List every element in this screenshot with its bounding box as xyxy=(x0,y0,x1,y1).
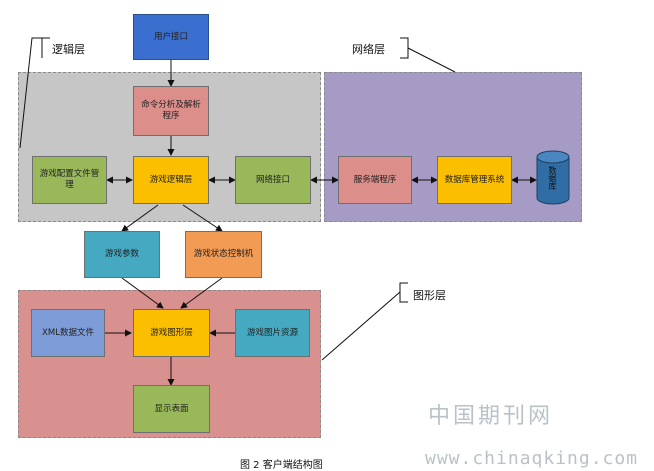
user-interface-node: 用户接口 xyxy=(133,14,209,60)
xml-data-file-node: XML数据文件 xyxy=(31,309,105,357)
figure-caption: 图 2 客户端结构图 xyxy=(240,460,323,471)
database-label: 数据库 xyxy=(548,166,557,190)
command-parser-node: 命令分析及解析程序 xyxy=(133,86,209,136)
game-state-ctrl-node: 游戏状态控制机 xyxy=(185,231,262,278)
database-cylinder-icon xyxy=(536,150,570,205)
arrow-params-graphics xyxy=(121,277,164,309)
graphics-callout-leader xyxy=(321,291,401,361)
network-callout-leader xyxy=(407,47,456,73)
logic-callout-leader xyxy=(19,37,42,149)
game-graphics-node: 游戏图形层 xyxy=(133,309,210,357)
arrow-state-graphics xyxy=(180,277,223,309)
network-interface-node: 网络接口 xyxy=(235,156,311,204)
watermark-url: www.chinaqking.com xyxy=(425,448,639,469)
game-params-node: 游戏参数 xyxy=(84,231,160,278)
network-callout-bracket xyxy=(400,37,409,59)
logic-callout-bracket xyxy=(41,37,50,58)
server-program-node: 服务端程序 xyxy=(338,156,412,204)
network-layer-label: 网络层 xyxy=(352,43,385,56)
db-mgmt-system-node: 数据库管理系统 xyxy=(437,156,512,204)
game-config-mgmt-node: 游戏配置文件管理 xyxy=(32,156,107,204)
logic-layer-label: 逻辑层 xyxy=(52,43,85,56)
game-logic-node: 游戏逻辑层 xyxy=(133,156,209,204)
arrow-logic-params xyxy=(121,204,159,232)
graphics-callout-bracket xyxy=(399,282,408,303)
display-surface-node: 显示表面 xyxy=(133,385,210,433)
graphics-layer-label: 图形层 xyxy=(413,289,446,302)
game-image-resources-node: 游戏图片资源 xyxy=(235,309,310,357)
arrow-logic-state xyxy=(182,204,223,232)
watermark-cn: 中国期刊网 xyxy=(428,404,554,429)
